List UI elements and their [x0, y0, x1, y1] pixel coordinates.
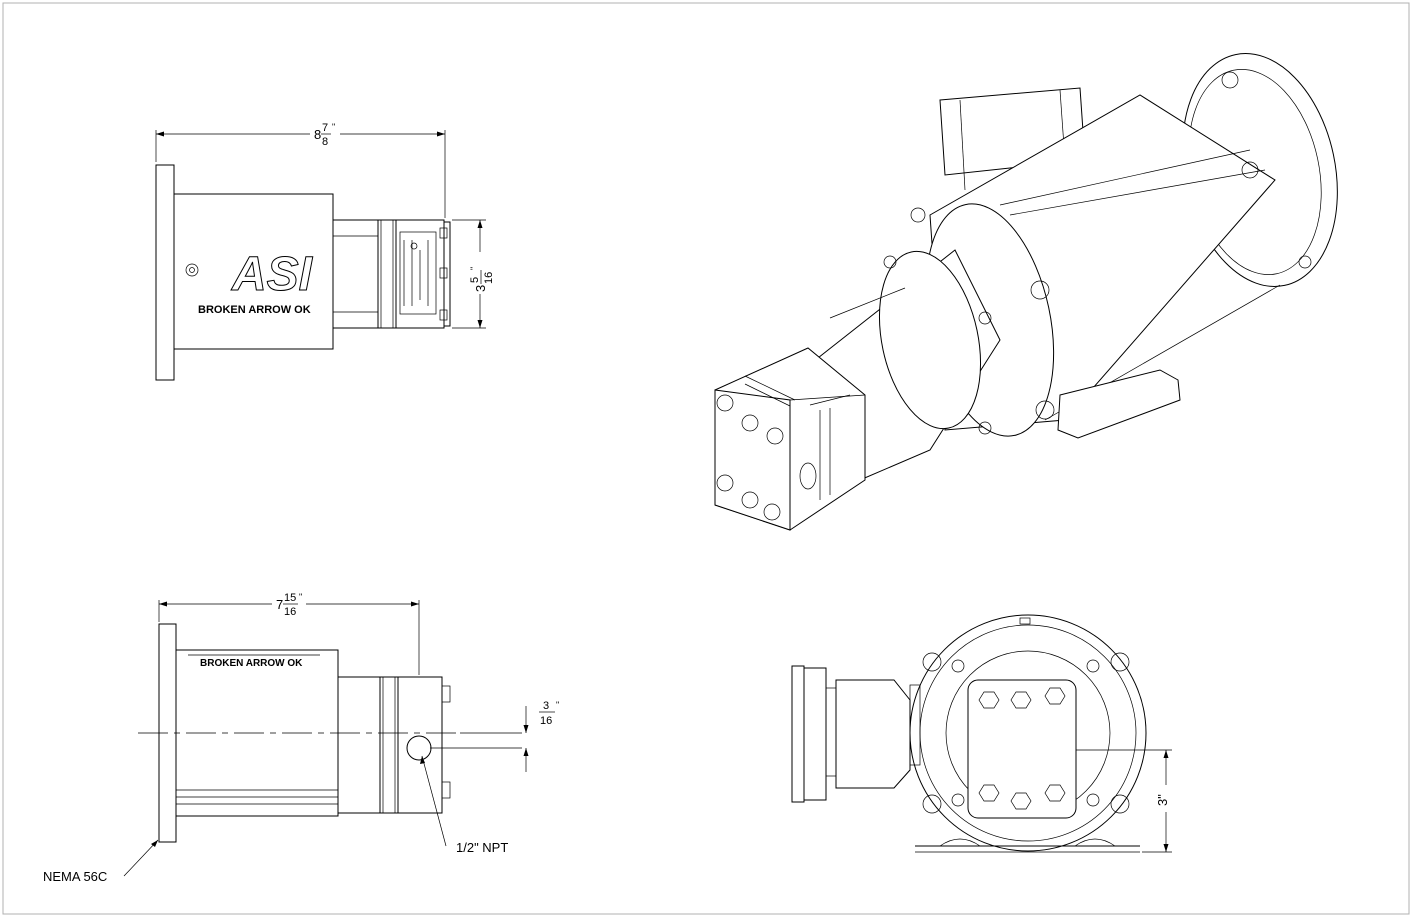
asi-logo: ASI	[231, 248, 314, 301]
dimension-overall-length-bottom: 7 15 16 "	[276, 592, 302, 618]
svg-text:5: 5	[469, 277, 481, 283]
front-view: 3"	[791, 614, 1172, 853]
side-view-bottom: BROKEN ARROW OK 7 15 16 "	[43, 592, 559, 884]
pump-adapter	[332, 219, 379, 329]
svg-text:15: 15	[284, 592, 296, 604]
svg-text:8: 8	[314, 127, 321, 142]
svg-text:": "	[332, 122, 335, 132]
svg-text:": "	[556, 700, 559, 710]
flange-label: NEMA 56C	[43, 869, 107, 884]
dimension-shaft-height: 3"	[1155, 794, 1170, 806]
side-view-top: ASI BROKEN ARROW OK 8 7 8 " 3 5 16 "	[155, 122, 495, 381]
port-label: 1/2" NPT	[456, 840, 508, 855]
svg-text:3: 3	[473, 285, 488, 292]
svg-text:16: 16	[284, 606, 296, 618]
housing-text-top: BROKEN ARROW OK	[198, 304, 311, 316]
motor-flange	[155, 164, 175, 381]
isometric-view	[714, 53, 1338, 531]
dimension-port-offset: 3 16 "	[539, 700, 559, 727]
grease-fitting-icon	[185, 263, 199, 277]
svg-text:8: 8	[322, 136, 328, 148]
dimension-overall-length-top: 8 7 8 "	[314, 122, 335, 148]
motor-housing	[173, 193, 334, 350]
pump-nameplate	[399, 231, 437, 315]
svg-text:7: 7	[322, 122, 328, 134]
pump-faceplate	[967, 679, 1077, 819]
housing-text-bottom: BROKEN ARROW OK	[200, 658, 303, 669]
npt-port	[406, 735, 432, 761]
svg-text:7: 7	[276, 597, 283, 612]
svg-text:16: 16	[483, 272, 495, 284]
dimension-pump-height: 3 5 16 "	[469, 267, 495, 292]
svg-text:": "	[299, 592, 302, 602]
svg-text:": "	[469, 267, 479, 270]
svg-text:3: 3	[543, 700, 549, 712]
svg-text:16: 16	[540, 715, 552, 727]
pump-adapter-bottom	[337, 676, 381, 814]
